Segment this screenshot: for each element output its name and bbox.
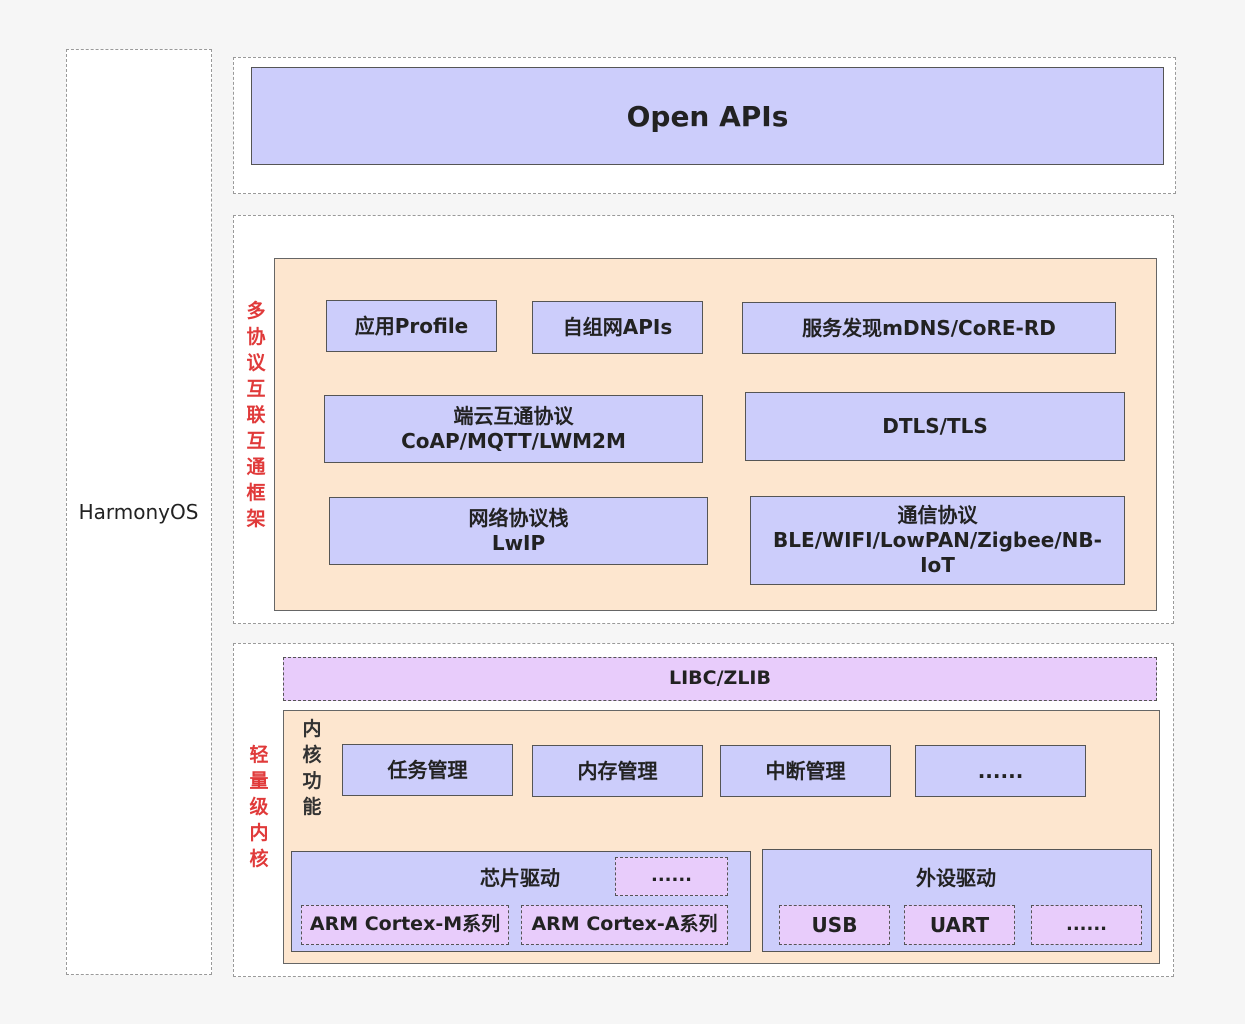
usb-label: USB — [811, 912, 858, 937]
open-apis-box: Open APIs — [251, 67, 1164, 165]
comm-protocol-box: 通信协议 BLE/WIFI/LowPAN/Zigbee/NB- IoT — [750, 496, 1125, 585]
kernel-more-box: ...... — [915, 745, 1086, 797]
multi-protocol-label-char: 多 — [246, 300, 266, 322]
lightweight-kernel-label-char: 级 — [249, 796, 269, 818]
chip-more-box: ...... — [615, 857, 728, 896]
peripheral-driver-title: 外设驱动 — [916, 866, 996, 890]
multi-protocol-label-char: 通 — [246, 456, 266, 478]
harmonyos-column: HarmonyOS — [66, 49, 212, 975]
multi-protocol-label-char: 互 — [246, 378, 266, 400]
dtls-box: DTLS/TLS — [745, 392, 1125, 461]
multi-protocol-label-char: 架 — [246, 508, 266, 530]
interrupt-mgmt-label: 中断管理 — [765, 758, 846, 783]
self-network-apis-label: 自组网APIs — [562, 315, 673, 339]
harmonyos-label: HarmonyOS — [78, 500, 199, 524]
arm-cortex-m-box: ARM Cortex-M系列 — [301, 905, 509, 945]
comm-protocol-line1: 通信协议 — [897, 503, 978, 527]
arm-cortex-a-label: ARM Cortex-A系列 — [531, 913, 718, 936]
network-stack-line1: 网络协议栈 — [468, 506, 569, 530]
task-mgmt-label: 任务管理 — [387, 757, 468, 782]
multi-protocol-label-char: 协 — [246, 326, 266, 348]
network-stack-line2: LwIP — [491, 531, 546, 555]
multi-protocol-label-char: 联 — [246, 404, 266, 426]
open-apis-label: Open APIs — [626, 99, 789, 133]
app-profile-box: 应用Profile — [326, 300, 497, 352]
cloud-protocol-box: 端云互通协议 CoAP/MQTT/LWM2M — [324, 395, 703, 463]
service-discovery-box: 服务发现mDNS/CoRE-RD — [742, 302, 1116, 354]
lightweight-kernel-label-char: 量 — [249, 770, 269, 792]
multi-protocol-label-char: 框 — [246, 482, 266, 504]
multi-protocol-label-char: 议 — [246, 352, 266, 374]
lightweight-kernel-label-char: 轻 — [249, 744, 269, 766]
kernel-function-label-char: 内 — [302, 718, 322, 740]
libc-zlib-box: LIBC/ZLIB — [283, 657, 1157, 701]
uart-label: UART — [929, 912, 990, 937]
comm-protocol-line3: IoT — [920, 553, 955, 577]
kernel-function-label-char: 功 — [302, 770, 322, 792]
cloud-protocol-line2: CoAP/MQTT/LWM2M — [401, 429, 626, 453]
kernel-more-label: ...... — [977, 758, 1024, 783]
cloud-protocol-line1: 端云互通协议 — [453, 404, 574, 428]
arm-cortex-m-label: ARM Cortex-M系列 — [309, 913, 501, 936]
chip-driver-title: 芯片驱动 — [480, 866, 560, 890]
multi-protocol-label-char: 互 — [246, 430, 266, 452]
kernel-function-label-char: 核 — [302, 744, 322, 766]
dtls-label: DTLS/TLS — [882, 414, 988, 438]
peripheral-more-label: ...... — [1065, 913, 1108, 935]
service-discovery-label: 服务发现mDNS/CoRE-RD — [802, 315, 1056, 340]
lightweight-kernel-label: 轻量级内核 — [247, 742, 271, 872]
memory-mgmt-box: 内存管理 — [532, 745, 703, 797]
lightweight-kernel-label-char: 内 — [249, 822, 269, 844]
uart-box: UART — [904, 905, 1015, 945]
chip-more-label: ...... — [650, 865, 693, 887]
multi-protocol-label: 多协议互联互通框架 — [244, 298, 268, 532]
lightweight-kernel-label-char: 核 — [249, 848, 269, 870]
self-network-apis-box: 自组网APIs — [532, 301, 703, 354]
peripheral-more-box: ...... — [1031, 905, 1142, 945]
usb-box: USB — [779, 905, 890, 945]
kernel-function-label: 内核功能 — [300, 716, 324, 820]
comm-protocol-line2: BLE/WIFI/LowPAN/Zigbee/NB- — [773, 528, 1102, 552]
libc-zlib-label: LIBC/ZLIB — [669, 667, 771, 690]
arm-cortex-a-box: ARM Cortex-A系列 — [521, 905, 728, 945]
task-mgmt-box: 任务管理 — [342, 744, 513, 796]
kernel-function-label-char: 能 — [302, 796, 322, 818]
memory-mgmt-label: 内存管理 — [577, 758, 658, 783]
network-stack-box: 网络协议栈 LwIP — [329, 497, 708, 565]
app-profile-label: 应用Profile — [354, 313, 469, 338]
interrupt-mgmt-box: 中断管理 — [720, 745, 891, 797]
